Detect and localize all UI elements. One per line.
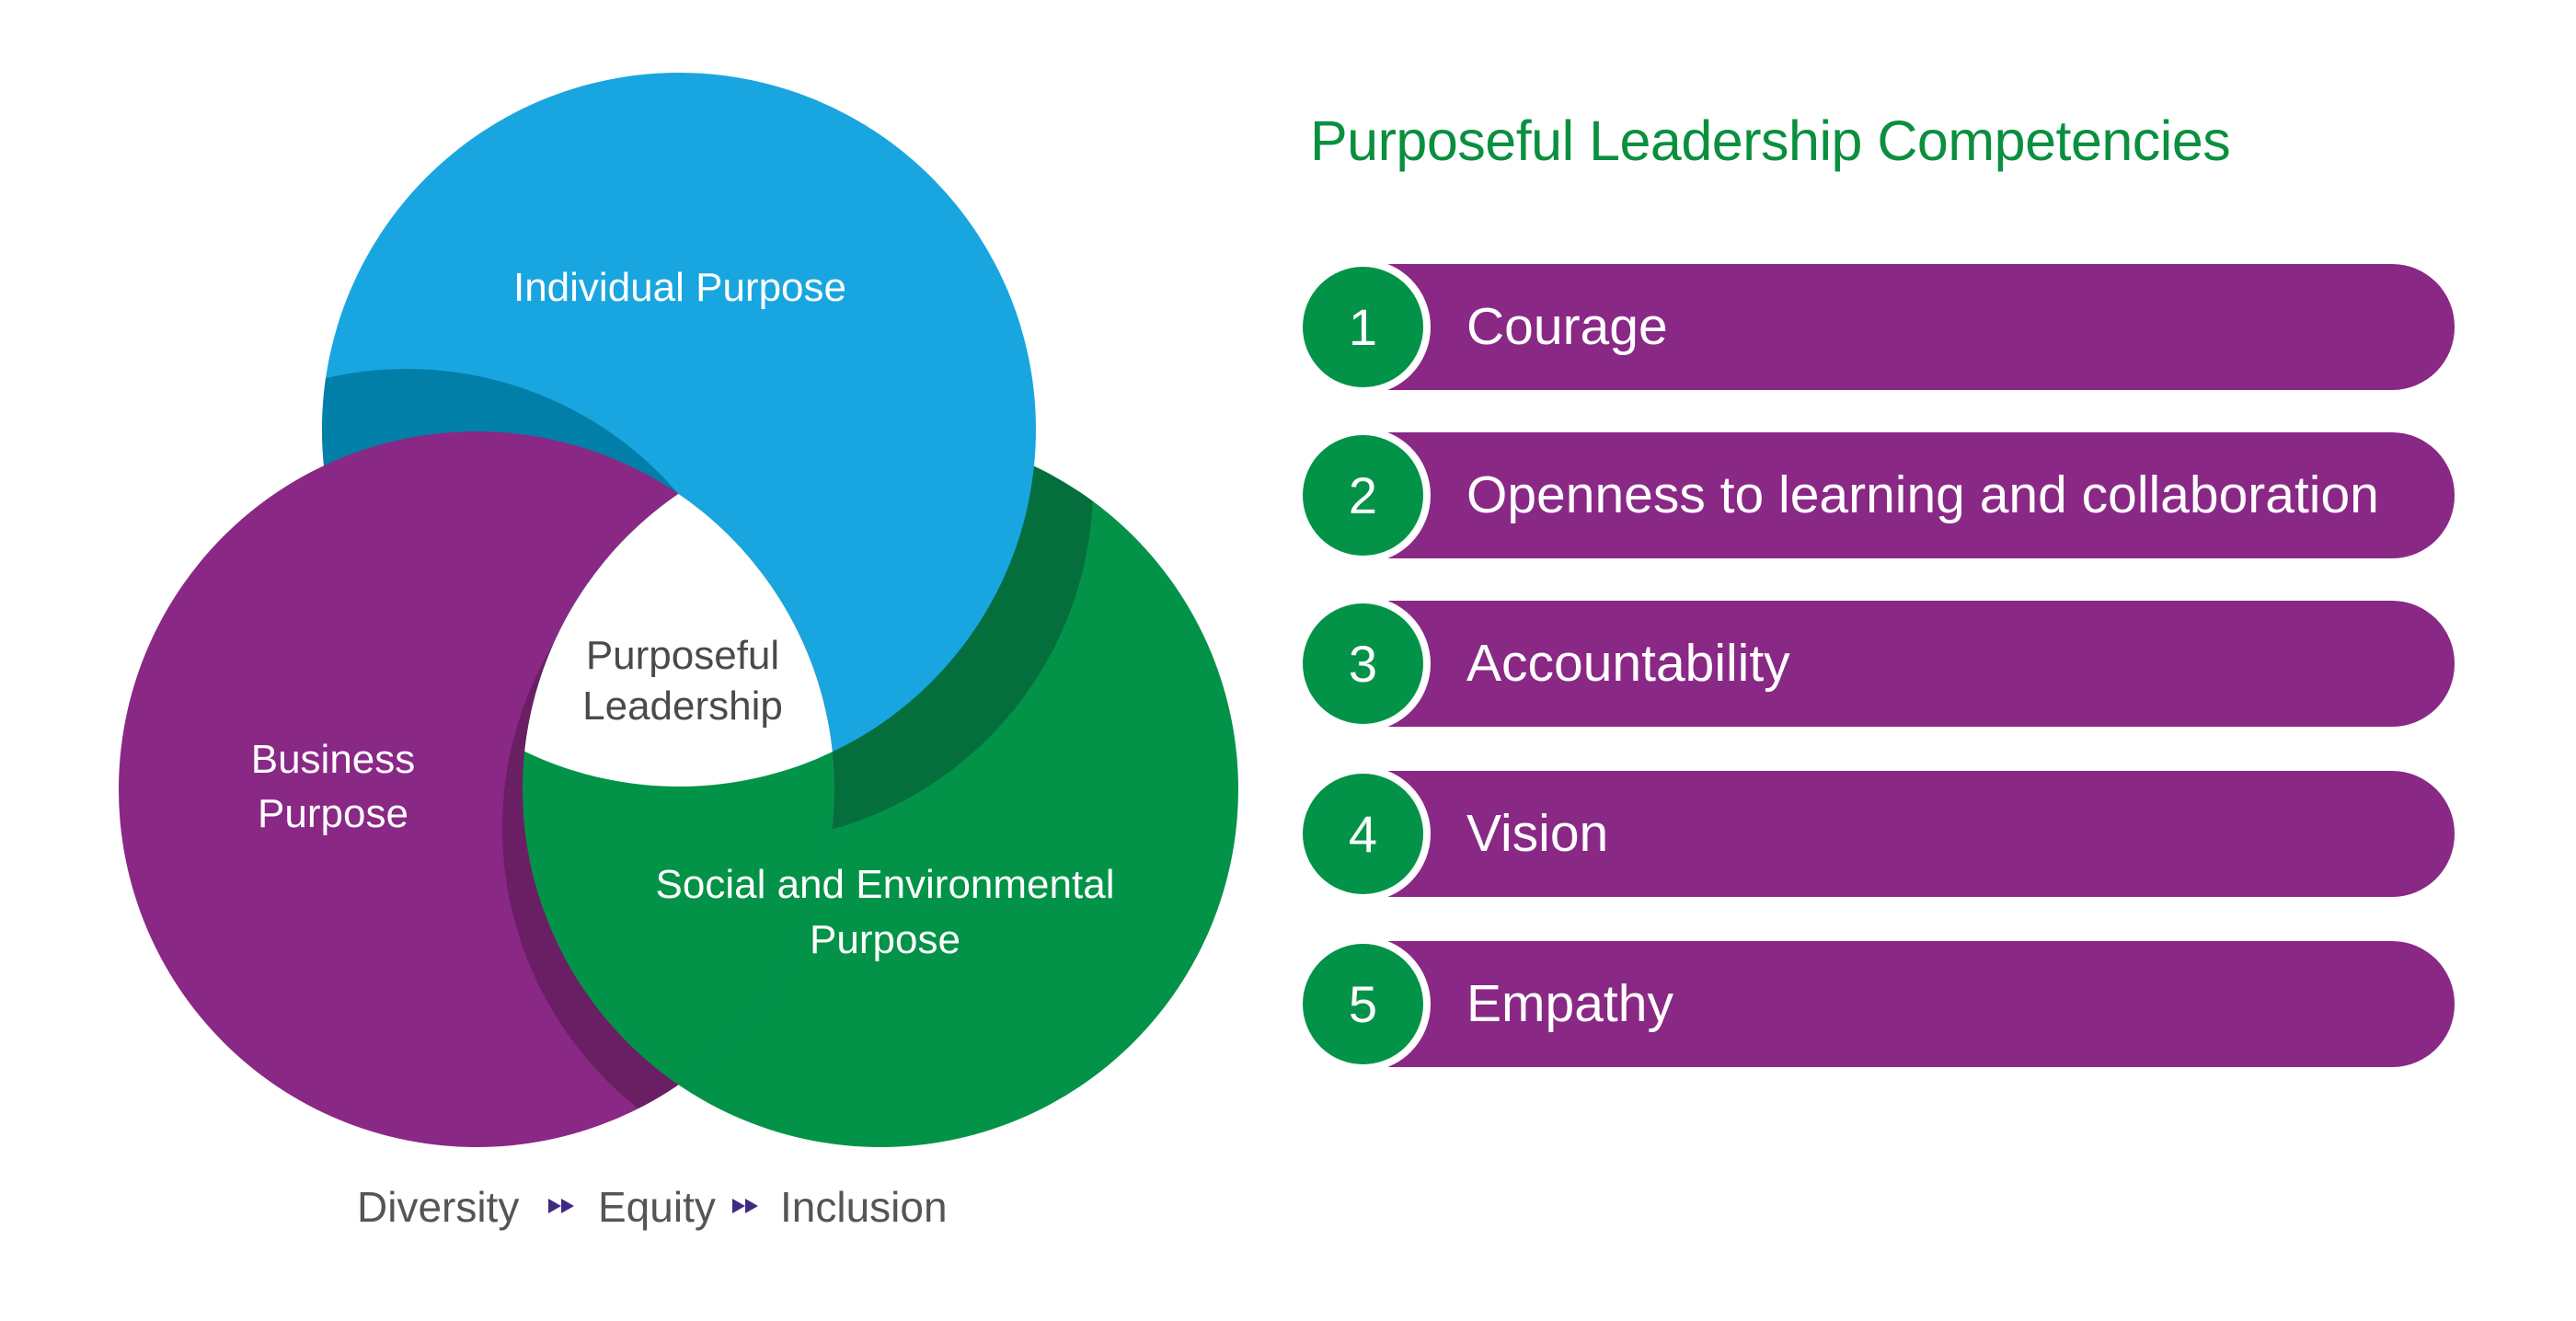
competency-bar — [1360, 941, 2455, 1067]
footer-inclusion: Inclusion — [780, 1183, 948, 1231]
competency-item: 3 Accountability — [1295, 596, 2455, 731]
double-arrow-right-icon — [548, 1199, 574, 1213]
competency-item: 4 Vision — [1295, 766, 2455, 902]
competencies-title: Purposeful Leadership Competencies — [1310, 109, 2231, 172]
competency-label: Accountability — [1466, 634, 1790, 693]
competency-item: 2 Openness to learning and collaboration — [1295, 428, 2455, 563]
competency-label: Vision — [1466, 804, 1609, 863]
business-label-line1: Business — [251, 737, 416, 782]
competency-number-badge: 3 — [1295, 596, 1431, 731]
social-label-line1: Social and Environmental — [656, 862, 1115, 907]
purposeful-leadership-center — [523, 431, 834, 787]
competency-number-badge: 5 — [1295, 936, 1431, 1072]
competency-number-badge: 1 — [1295, 259, 1431, 395]
competency-bar — [1360, 601, 2455, 727]
competency-item: 5 Empathy — [1295, 936, 2455, 1072]
competency-item: 1 Courage — [1295, 259, 2455, 395]
competency-bar — [1360, 264, 2455, 390]
individual-purpose-label: Individual Purpose — [513, 265, 846, 310]
competency-label: Courage — [1466, 297, 1668, 356]
dei-footer: Diversity Equity Inclusion — [357, 1183, 948, 1231]
competency-number-badge: 2 — [1295, 428, 1431, 563]
competency-number-badge: 4 — [1295, 766, 1431, 902]
footer-equity: Equity — [598, 1183, 716, 1231]
center-label-line1: Purposeful — [586, 633, 779, 678]
social-label-line2: Purpose — [810, 917, 960, 962]
business-label-line2: Purpose — [258, 791, 408, 836]
competency-label: Empathy — [1466, 974, 1673, 1033]
competency-bar — [1360, 432, 2455, 558]
competency-label: Openness to learning and collaboration — [1466, 465, 2379, 524]
footer-diversity: Diversity — [357, 1183, 519, 1231]
competency-bar — [1360, 771, 2455, 897]
center-label-line2: Leadership — [582, 683, 783, 729]
double-arrow-right-icon — [732, 1199, 758, 1213]
